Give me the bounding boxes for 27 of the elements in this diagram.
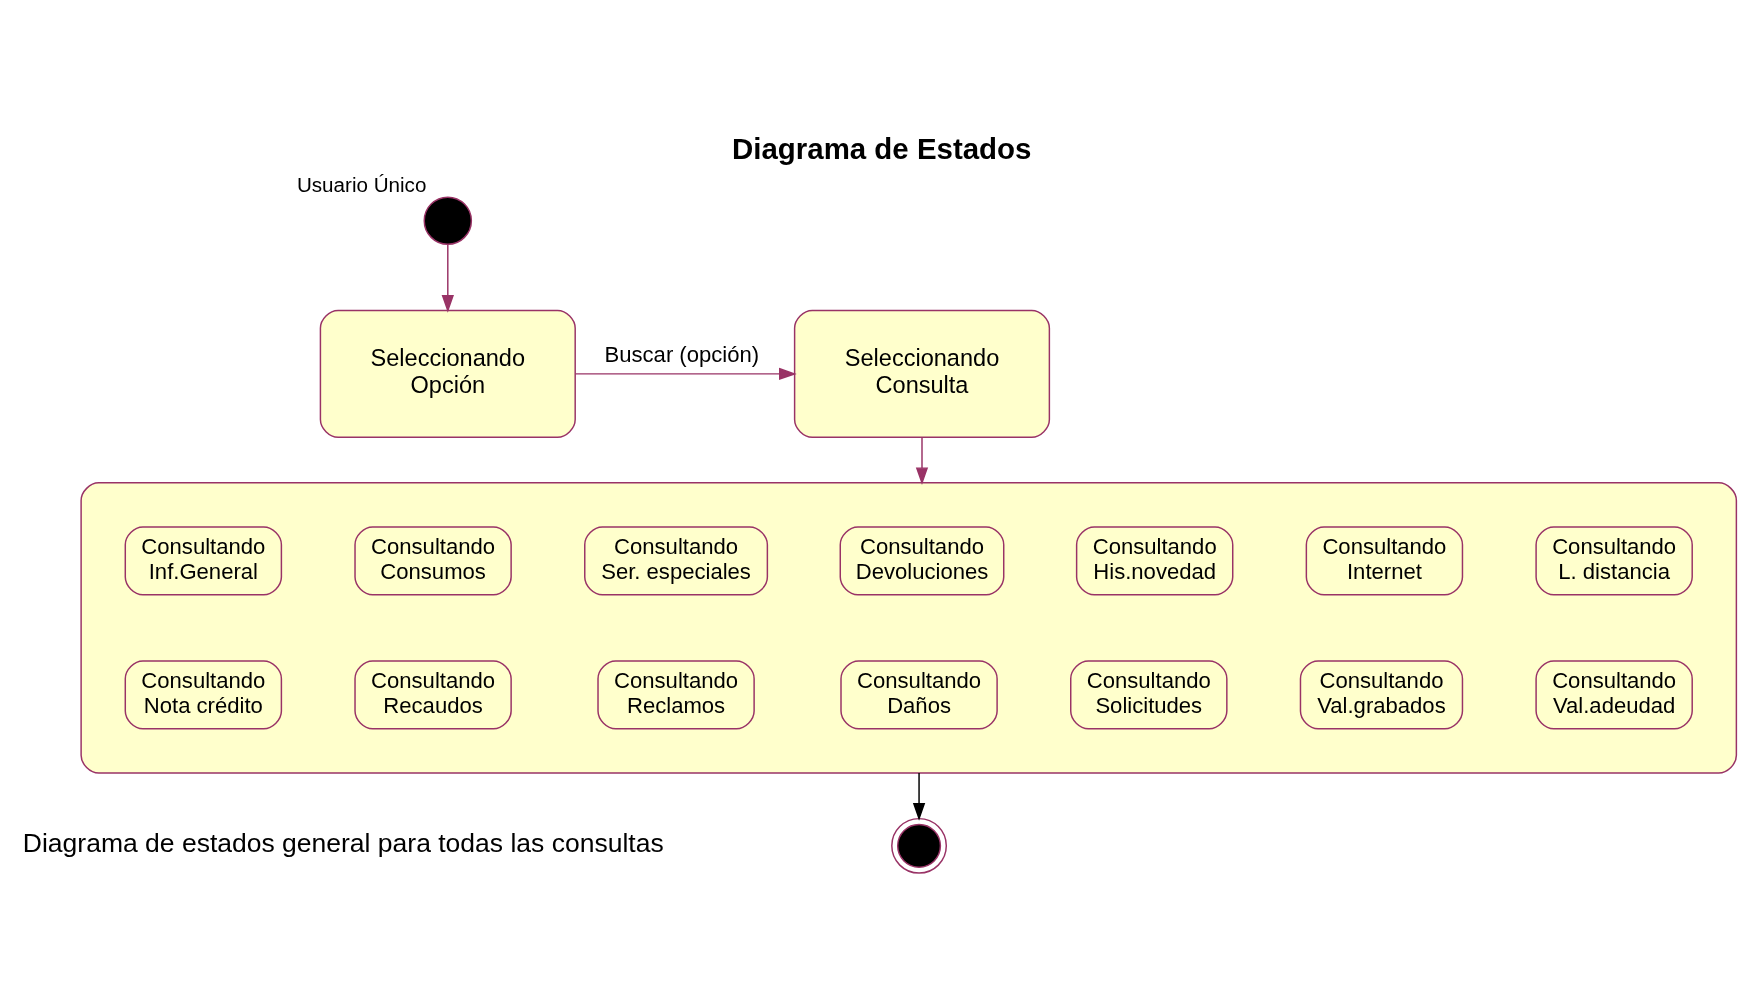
diagram-title: Diagrama de Estados [732,131,1032,165]
node-box: Consultando Recaudos [354,659,512,730]
node-box: Consultando His.novedad [1075,525,1234,595]
node-box: Consultando Val.grabados [1299,659,1464,730]
arrow [574,367,797,380]
node-circle [423,195,473,245]
cluster [80,481,1738,774]
node-box: Consultando Solicitudes [1070,659,1228,730]
node-box: Consultando Ser. especiales [584,525,769,595]
node-box: Consultando Consumos [354,525,512,595]
node-box: Consultando L. distancia [1535,525,1693,595]
node-circle [891,817,948,874]
node-box: Seleccionando Consulta [793,309,1051,438]
node-box: Consultando Reclamos [597,659,755,730]
arrow [441,243,454,313]
arrow [915,436,929,485]
node-box: Consultando Devoluciones [839,525,1005,595]
node-box: Consultando Daños [840,659,998,730]
node-box: Consultando Val.adeudad [1535,659,1693,730]
node-box: Seleccionando Opción [319,309,576,438]
edge-label: Buscar (opción) [604,341,760,367]
arrow [912,771,926,821]
node-label: Usuario Único [296,172,427,196]
node-box: Consultando Internet [1305,525,1464,595]
node-box: Consultando Nota crédito [124,659,283,730]
caption: Diagrama de estados general para todas las consultas [22,827,664,858]
node-box: Consultando Inf.General [124,525,283,595]
